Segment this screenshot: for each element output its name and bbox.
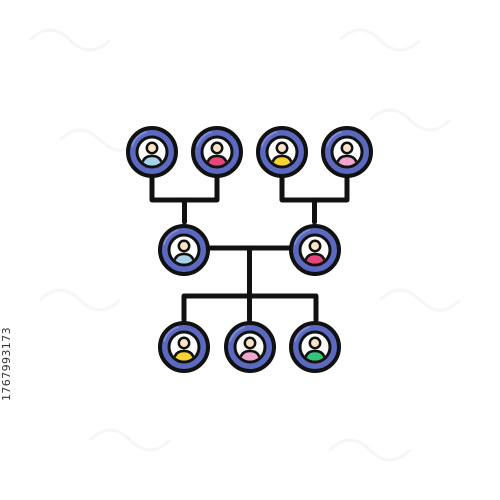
person-avatar-icon [289,224,341,276]
connector-lines [149,175,350,323]
person-head [177,239,191,253]
person-avatar-icon [256,126,308,178]
person-avatar-icon [321,126,373,178]
person-avatar-icon [191,126,243,178]
person-head [340,141,354,155]
family-members [126,126,373,373]
person-head [308,239,322,253]
person-head [210,141,224,155]
person-head [177,336,191,350]
person-head [275,141,289,155]
person-avatar-icon [289,321,341,373]
person-head [243,336,257,350]
person-head [145,141,159,155]
person-avatar-icon [224,321,276,373]
person-avatar-icon [158,224,210,276]
person-avatar-icon [126,126,178,178]
watermark-pattern [28,28,462,462]
stock-image-id: 1767993173 [0,327,13,401]
person-avatar-icon [158,321,210,373]
person-head [308,336,322,350]
